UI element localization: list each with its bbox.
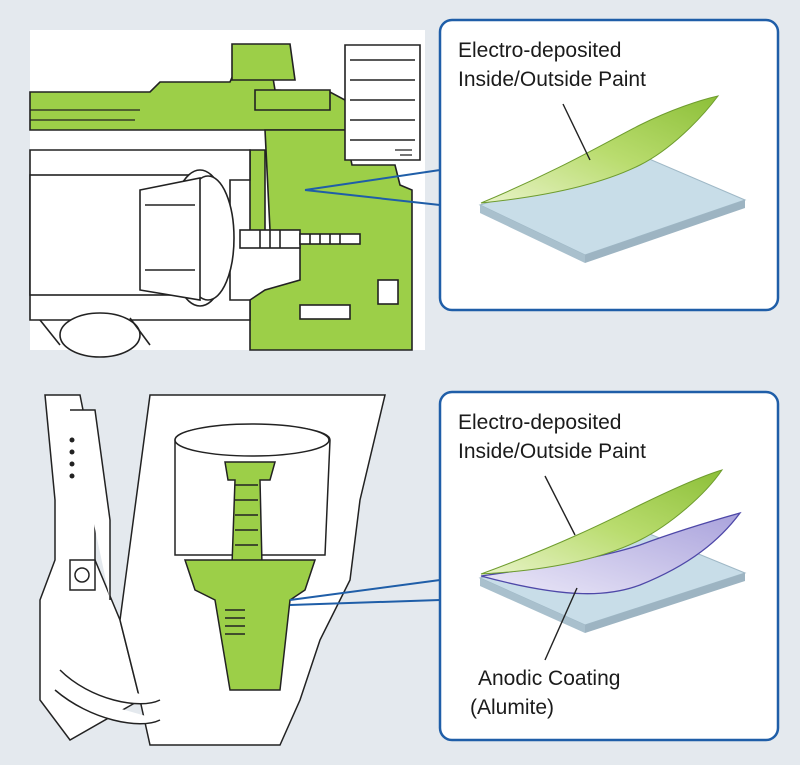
bottom-coating-label-line2: (Alumite) xyxy=(470,696,555,719)
bottom-paint-label-line2: Inside/Outside Paint xyxy=(458,440,646,463)
outboard-gearcase-illustration xyxy=(39,394,386,746)
top-paint-label-line2: Inside/Outside Paint xyxy=(458,68,646,91)
top-paint-label-line1: Electro-deposited xyxy=(458,39,622,62)
bottom-coating-label-line1: Anodic Coating xyxy=(478,667,621,690)
top-paint-layer xyxy=(480,95,720,204)
bottom-paint-leader xyxy=(544,475,576,536)
bottom-paint-label-line1: Electro-deposited xyxy=(458,411,622,434)
bottom-anodic-leader xyxy=(544,587,578,661)
top-substrate-layer xyxy=(478,154,747,263)
top-paint-leader xyxy=(562,103,591,161)
engine-cylinder-illustration xyxy=(29,30,425,358)
top-callout xyxy=(304,18,780,312)
bottom-callout xyxy=(289,390,780,742)
bottom-paint-layer xyxy=(480,469,724,575)
